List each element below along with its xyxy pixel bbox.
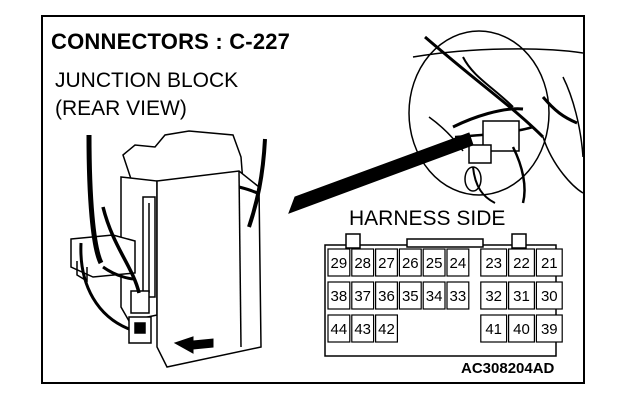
connector-pin-cell bbox=[446, 248, 470, 277]
connector-pin-number: 29 bbox=[331, 255, 348, 272]
connector-pin-number: 41 bbox=[485, 321, 502, 338]
connector-pin-cell bbox=[398, 281, 422, 310]
pointer-wedge bbox=[288, 132, 474, 214]
connector-pin-number: 21 bbox=[541, 255, 558, 272]
connector-pin-cell bbox=[375, 281, 399, 310]
connector-pin-number: 37 bbox=[354, 288, 371, 305]
connector-pin-number: 25 bbox=[426, 255, 443, 272]
junction-block-label: JUNCTION BLOCK bbox=[55, 69, 239, 92]
diagram-frame: CONNECTORS : C-227 JUNCTION BLOCK (REAR … bbox=[41, 15, 585, 384]
connector-pin-cell bbox=[535, 281, 563, 310]
connector-pin-cell bbox=[480, 248, 508, 277]
connector-pin-number: 26 bbox=[402, 255, 419, 272]
connector-pin-number: 40 bbox=[513, 321, 530, 338]
connector-pin-cell bbox=[480, 281, 508, 310]
connector-pin-cell bbox=[351, 248, 375, 277]
connector-pin-number: 24 bbox=[450, 255, 467, 272]
harness-connector-face: 29 28 27 26 25 24 23 22 21 38 37 36 35 34 33 32 31 30 44 43… bbox=[324, 233, 563, 357]
harness-side-label: HARNESS SIDE bbox=[349, 207, 506, 230]
connector-pin-number: 35 bbox=[402, 288, 419, 305]
connector-pin-cell bbox=[375, 248, 399, 277]
connector-pin-number: 28 bbox=[354, 255, 371, 272]
connector-tab-left bbox=[345, 233, 361, 249]
connector-pin-number: 34 bbox=[426, 288, 443, 305]
junction-block-illustration bbox=[70, 130, 267, 368]
connector-pin-cell bbox=[535, 248, 563, 277]
connector-pin-cell bbox=[480, 314, 508, 343]
connector-pin-cell bbox=[327, 248, 351, 277]
diagram-title: CONNECTORS : C-227 bbox=[51, 29, 291, 54]
connector-pin-cell bbox=[508, 314, 536, 343]
connector-pin-cell bbox=[446, 281, 470, 310]
connector-key bbox=[406, 238, 484, 248]
connector-pin-cell bbox=[535, 314, 563, 343]
vehicle-dashboard-illustration bbox=[408, 30, 583, 204]
connector-pin-number: 44 bbox=[331, 321, 348, 338]
connector-pin-number: 39 bbox=[541, 321, 558, 338]
connector-pin-number: 33 bbox=[450, 288, 467, 305]
connector-pin-number: 31 bbox=[513, 288, 530, 305]
connector-pin-cell bbox=[422, 281, 446, 310]
connector-pin-number: 32 bbox=[485, 288, 502, 305]
connector-pin-cell bbox=[327, 281, 351, 310]
connector-pin-cell bbox=[327, 314, 351, 343]
connector-pin-cell bbox=[375, 314, 399, 343]
figure-code: AC308204AD bbox=[461, 360, 555, 377]
connector-pin-number: 38 bbox=[331, 288, 348, 305]
connector-tab-right bbox=[511, 233, 527, 249]
connector-pin-cell bbox=[398, 248, 422, 277]
connector-pin-cell bbox=[422, 248, 446, 277]
rear-view-label: (REAR VIEW) bbox=[55, 97, 187, 120]
diagram-drawing: 29 28 27 26 25 24 23 22 21 38 37 36 35 34 33 32 31 30 44 43… bbox=[70, 30, 583, 368]
connector-pin-number: 30 bbox=[541, 288, 558, 305]
connector-pin-cell bbox=[508, 281, 536, 310]
connector-pin-number: 22 bbox=[513, 255, 530, 272]
connector-pin-cell bbox=[351, 314, 375, 343]
connector-pin-number: 42 bbox=[378, 321, 395, 338]
connector-pin-number: 43 bbox=[354, 321, 371, 338]
connector-pin-number: 36 bbox=[378, 288, 395, 305]
connector-pin-cell bbox=[508, 248, 536, 277]
connector-pin-number: 23 bbox=[485, 255, 502, 272]
connector-pin-number: 27 bbox=[378, 255, 395, 272]
connector-pin-cell bbox=[351, 281, 375, 310]
